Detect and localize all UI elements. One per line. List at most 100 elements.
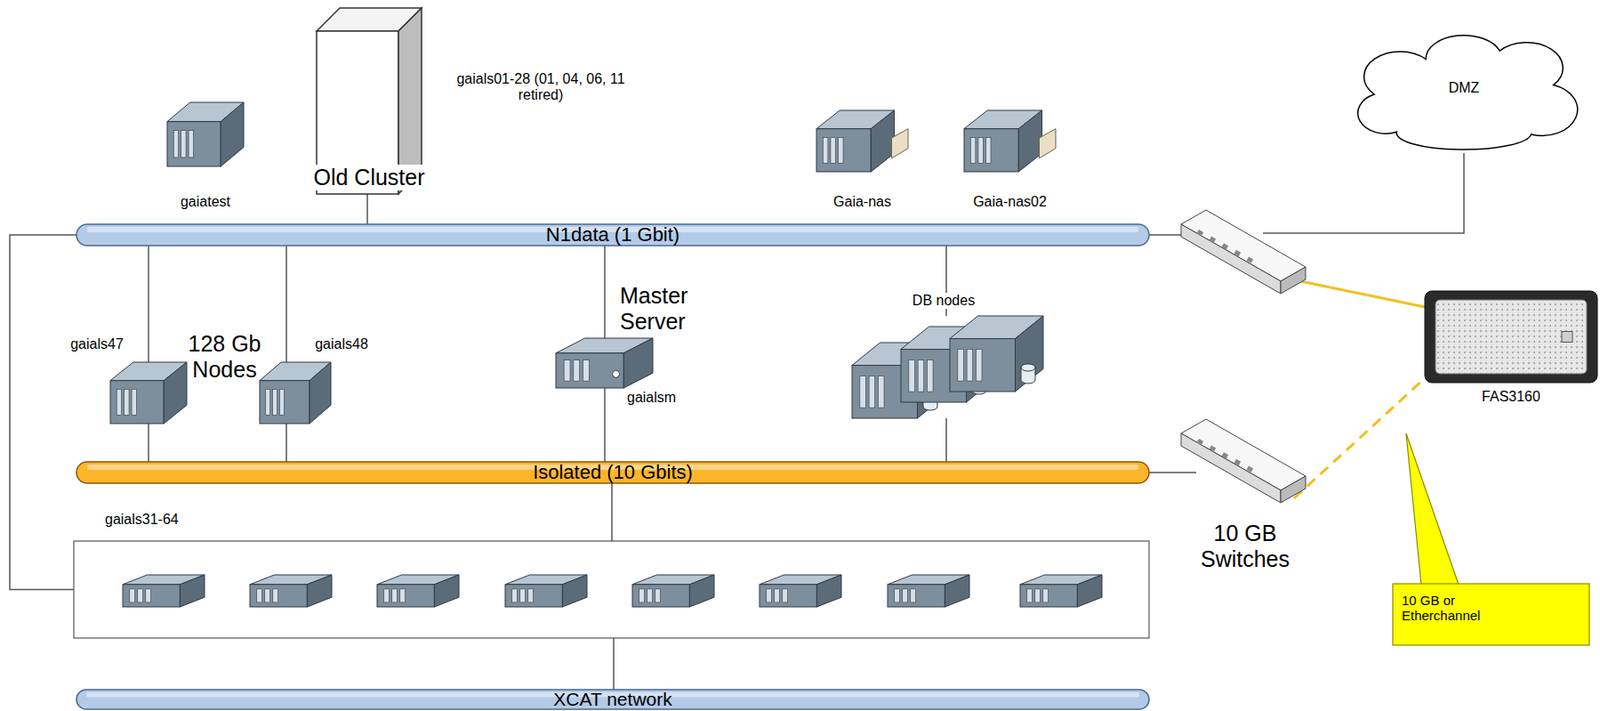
node-shape xyxy=(816,110,909,172)
node-shape xyxy=(110,361,187,424)
drive-bay xyxy=(181,130,186,158)
node-text: FAS3160 xyxy=(1424,388,1598,405)
mouse-symbol xyxy=(612,369,620,378)
network-link xyxy=(945,418,948,462)
drive-bay xyxy=(392,588,398,603)
drive-bay xyxy=(573,360,580,382)
drive-bay xyxy=(910,588,917,603)
node-shape xyxy=(167,102,244,167)
storage-case xyxy=(1424,290,1598,383)
node-text: N1data (1 Gbit) xyxy=(76,224,1150,246)
cloud-node: DMZ xyxy=(1351,35,1576,153)
server-side xyxy=(434,574,459,607)
note-label: 128 Gb Nodes xyxy=(173,330,276,383)
storage-link xyxy=(1300,281,1425,307)
server-side xyxy=(163,361,187,424)
server-side xyxy=(1015,315,1045,392)
callout-pointer xyxy=(1406,433,1459,585)
drive-bay xyxy=(957,348,965,381)
network-bar xyxy=(76,461,1150,483)
switch-port xyxy=(1209,236,1217,243)
network-link xyxy=(603,245,606,338)
database-cylinder xyxy=(1021,363,1036,384)
drive-bay xyxy=(124,388,129,415)
switch-front xyxy=(1181,433,1281,503)
server-front xyxy=(816,128,871,172)
drive-bay xyxy=(129,588,136,603)
nas-disk xyxy=(891,128,909,159)
icon xyxy=(76,461,1150,483)
server-node: gaiatest xyxy=(167,102,244,167)
drive-bay xyxy=(860,375,867,408)
drive-bay xyxy=(257,588,263,603)
bar-node: N1data (1 Gbit) xyxy=(76,224,1150,246)
drive-bay xyxy=(647,588,653,603)
drive-bay xyxy=(1043,588,1049,603)
node-text: gaialsm xyxy=(627,389,708,406)
icon xyxy=(816,110,909,172)
server-side xyxy=(623,337,653,388)
icon xyxy=(110,361,187,424)
icon xyxy=(259,361,331,424)
node-text: 10 GB or Etherchannel xyxy=(1401,592,1491,624)
tower-node: Old Cluster xyxy=(316,8,422,194)
drive-bay xyxy=(131,388,137,415)
server-side xyxy=(1077,574,1102,607)
node-text: Isolated (10 Gbits) xyxy=(76,461,1150,483)
node-text: gaials31-64 xyxy=(104,511,283,528)
node-text: DMZ xyxy=(1351,80,1576,97)
network-link xyxy=(366,193,369,225)
drive-bay xyxy=(512,588,518,603)
network-bar xyxy=(76,689,1150,709)
drive-bay xyxy=(188,130,193,158)
server-front xyxy=(887,584,945,607)
dmz-wire xyxy=(1262,152,1464,234)
server-front xyxy=(632,584,690,607)
network-link xyxy=(9,234,77,590)
icon xyxy=(76,689,1150,709)
drive-bay xyxy=(528,588,534,603)
drive-bay xyxy=(265,588,271,603)
db-node: DB nodes xyxy=(852,315,1046,419)
drive-bay xyxy=(970,136,976,163)
drive-bay xyxy=(975,348,982,381)
switch-port xyxy=(1197,438,1205,445)
master-node: Master Servergaialsm xyxy=(555,337,653,388)
switch-port xyxy=(1246,256,1255,263)
switch-port xyxy=(1246,465,1255,472)
note-node: 10 GB or Etherchannel xyxy=(1392,583,1590,645)
node-text: Master Server xyxy=(619,282,736,335)
drive-bay xyxy=(400,588,406,603)
server-front xyxy=(759,584,817,607)
icon xyxy=(852,315,1044,419)
switch-port xyxy=(1234,249,1242,257)
node-text: gaials47 xyxy=(52,336,142,353)
drive-bay xyxy=(655,588,661,603)
drive-bay xyxy=(774,588,780,603)
network-link xyxy=(147,423,150,462)
drive-bay xyxy=(145,588,152,603)
server-side xyxy=(306,574,332,607)
server-side xyxy=(179,574,205,607)
node-shape xyxy=(1424,290,1598,383)
server-front xyxy=(949,338,1016,393)
drive-bay xyxy=(563,360,571,382)
icon xyxy=(1424,290,1598,383)
node-text: Old Cluster xyxy=(310,164,427,191)
server-side xyxy=(562,574,587,607)
drive-bay xyxy=(978,136,984,163)
drive-bay xyxy=(279,388,284,415)
drive-bay xyxy=(1027,588,1033,603)
server-front xyxy=(505,584,563,607)
network-link xyxy=(285,245,288,362)
drive-bay xyxy=(830,136,837,163)
network-bar xyxy=(76,224,1150,246)
drive-bay xyxy=(966,348,973,381)
drive-bay xyxy=(926,359,933,392)
uplink-wire xyxy=(1149,471,1197,474)
drive-bay xyxy=(986,136,992,163)
drive-bay xyxy=(265,388,271,415)
network-link xyxy=(285,423,288,462)
server-side xyxy=(816,574,842,607)
bar-node: Isolated (10 Gbits) xyxy=(76,461,1150,483)
